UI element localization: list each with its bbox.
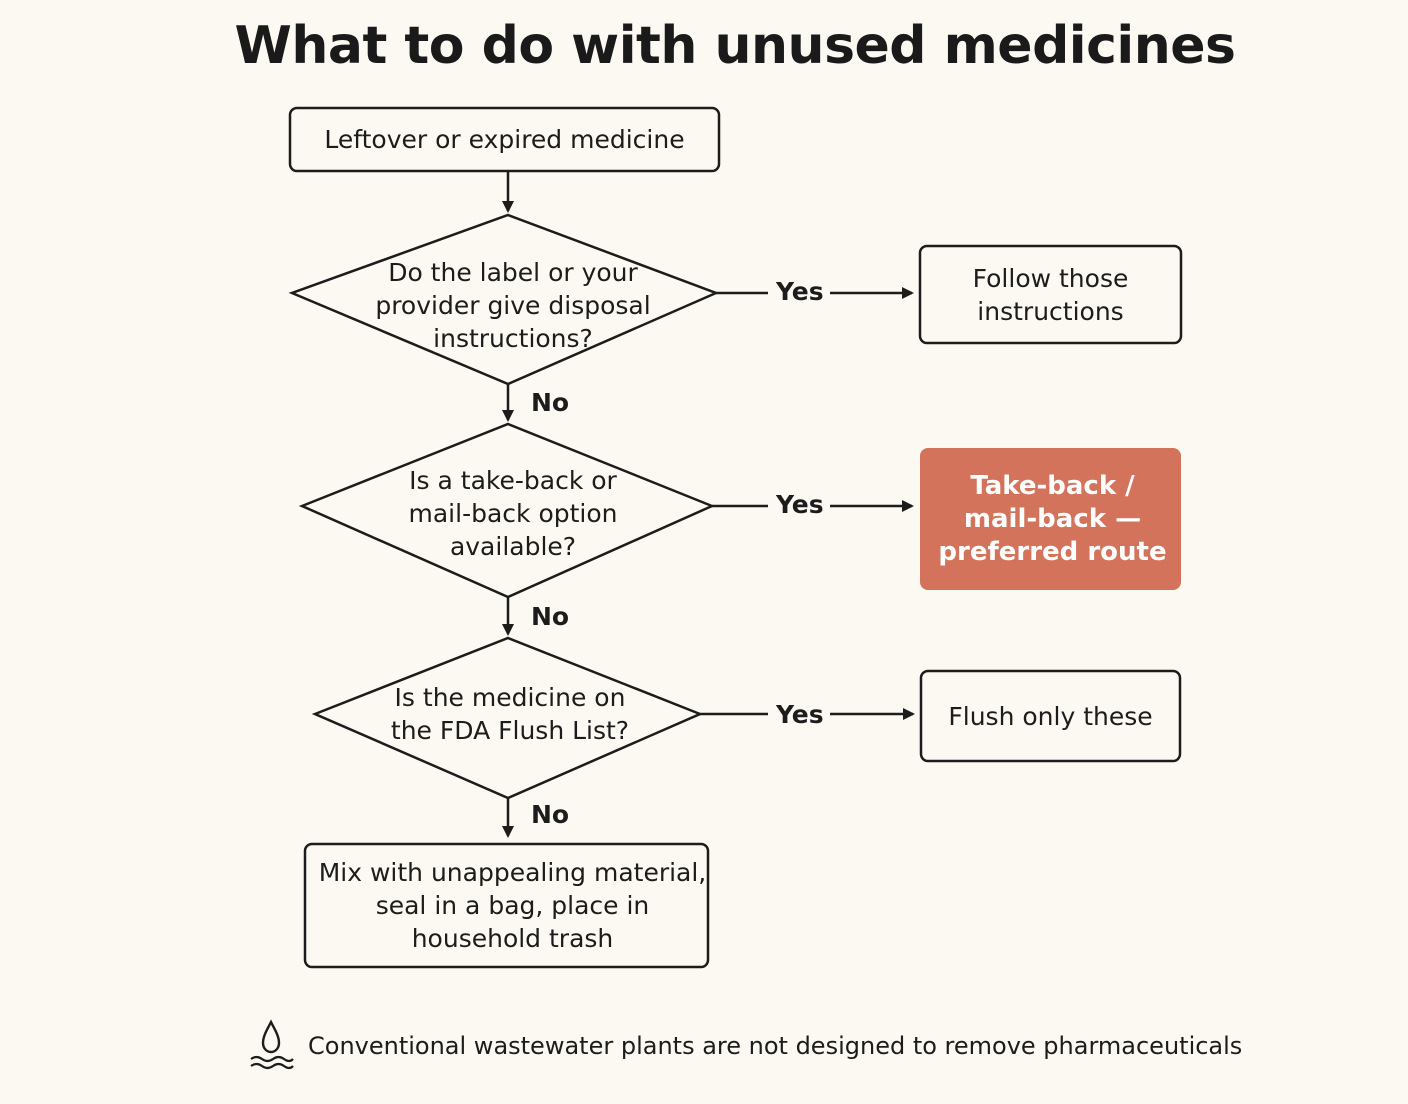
flush-only-label: Flush only these [948,701,1153,731]
edge-label-no-flush: No [531,800,570,829]
edge-label-yes-instructions: Yes [776,277,824,306]
start-node-label: Leftover or expired medicine [324,125,685,154]
footer-text: Conventional wastewater plants are not d… [308,1032,1243,1060]
edge-label-no-takeback: No [531,602,570,631]
decision-instructions-label: Do the label or your provider give dispo… [375,257,651,353]
flush-only-box [919,669,1182,763]
trash-disposal-label: Mix with unappealing material, seal in a… [318,858,707,953]
water-drop-icon [250,1019,294,1070]
decision-takeback-label: Is a take-back or mail-back option avail… [408,465,618,561]
follow-instructions-label: Follow those instructions [972,263,1129,326]
footer-note: Conventional wastewater plants are not d… [248,1018,1242,1074]
takeback-preferred-box [920,448,1181,590]
edge-label-no-instructions: No [531,388,570,417]
edge-label-yes-takeback: Yes [776,490,824,519]
trash-disposal-box [303,842,710,969]
start-node-box [288,106,721,173]
edge-label-yes-flush: Yes [776,700,824,729]
follow-instructions-box [918,244,1183,345]
decision-flush-list-label: Is the medicine on the FDA Flush List? [390,683,630,745]
takeback-preferred-label: Take-back / mail-back — preferred route [938,470,1167,567]
page-title: What to do with unused medicines [234,16,1237,76]
